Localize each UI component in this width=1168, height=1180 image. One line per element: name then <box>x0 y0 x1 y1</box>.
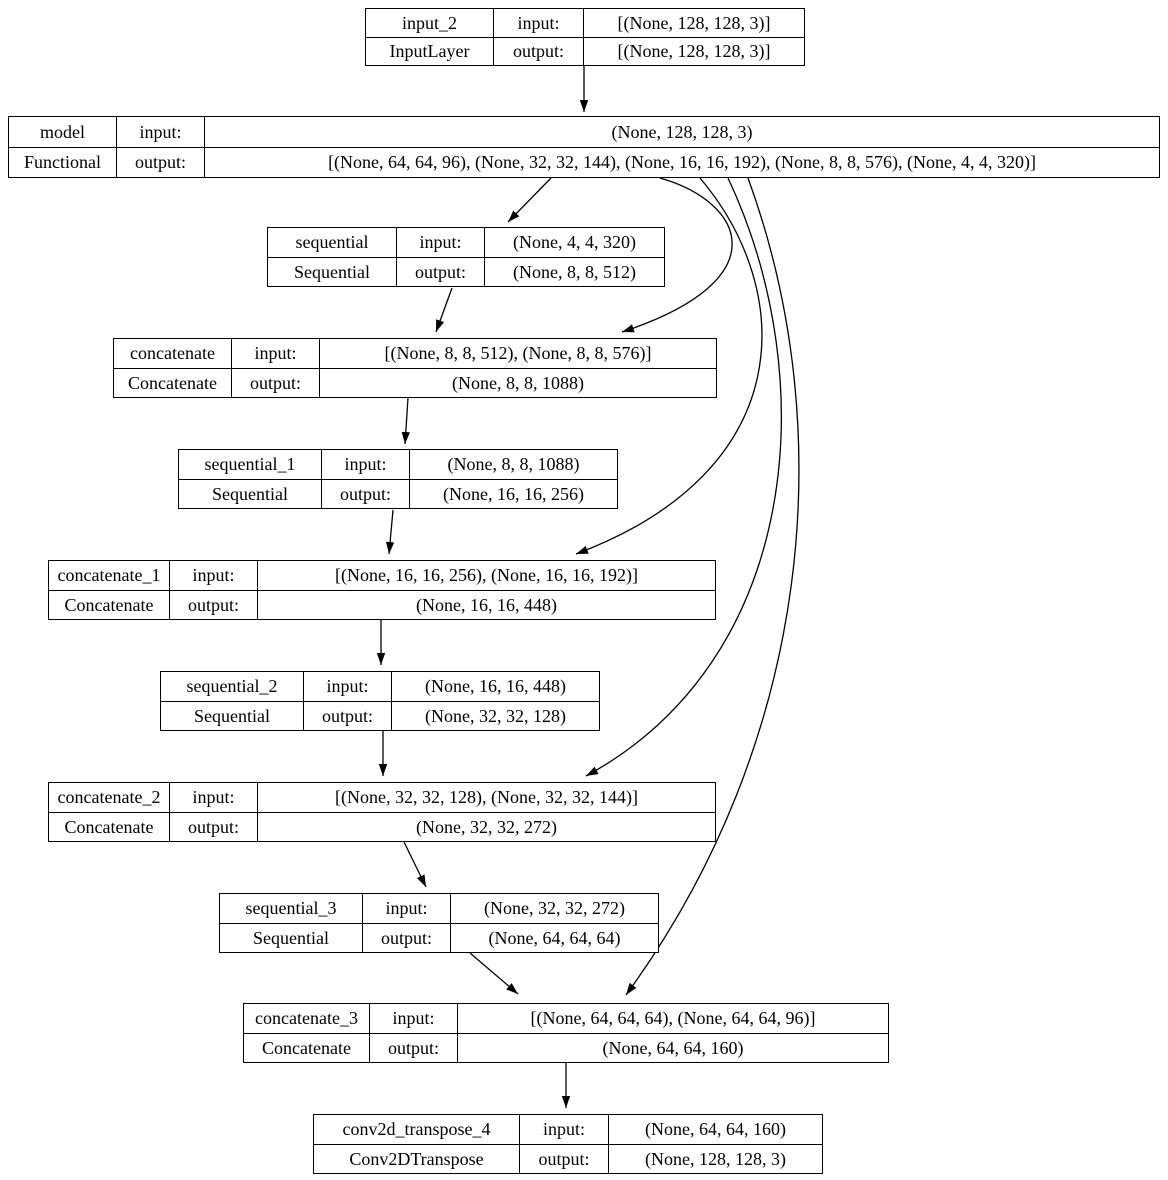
input-shape: [(None, 128, 128, 3)] <box>583 9 804 37</box>
layer-type: Functional <box>9 147 116 177</box>
layer-name: input_2 <box>401 12 457 33</box>
input-shape: (None, 32, 32, 272) <box>450 894 658 923</box>
input-label: input: <box>116 117 204 147</box>
output-label: output: <box>519 1144 608 1173</box>
output-shape: [(None, 128, 128, 3)] <box>583 37 804 65</box>
layer-type: Concatenate <box>49 590 169 619</box>
node-input_2: input_2 input: [(None, 128, 128, 3)] Inp… <box>365 8 805 66</box>
node-model: model input: (None, 128, 128, 3) Functio… <box>8 116 1160 178</box>
layer-name: concatenate_3 <box>255 1008 358 1028</box>
edge-concatenate_2-sequential_3 <box>403 841 427 888</box>
output-shape: (None, 128, 128, 3) <box>608 1144 822 1173</box>
node-concatenate: concatenate input: [(None, 8, 8, 512), (… <box>113 338 717 398</box>
output-label: output: <box>303 701 391 730</box>
output-shape: (None, 64, 64, 160) <box>457 1033 888 1062</box>
input-shape: [(None, 32, 32, 128), (None, 32, 32, 144… <box>257 783 715 812</box>
output-shape: (None, 8, 8, 1088) <box>319 368 716 397</box>
node-sequential_3: sequential_3 input: (None, 32, 32, 272) … <box>219 893 659 953</box>
node-sequential_2: sequential_2 input: (None, 16, 16, 448) … <box>160 671 600 731</box>
input-shape: [(None, 16, 16, 256), (None, 16, 16, 192… <box>257 561 715 590</box>
output-label: output: <box>116 147 204 177</box>
node-sequential_1: sequential_1 input: (None, 8, 8, 1088) S… <box>178 449 618 509</box>
edge-model-sequential <box>507 177 552 223</box>
edge-sequential_3-concatenate_3 <box>469 952 519 995</box>
output-shape: (None, 32, 32, 272) <box>257 812 715 841</box>
input-shape: [(None, 8, 8, 512), (None, 8, 8, 576)] <box>319 339 716 368</box>
layer-type: Sequential <box>220 923 362 952</box>
layer-type: Conv2DTranspose <box>314 1144 519 1173</box>
edge-sequential-concatenate <box>435 287 453 333</box>
input-shape: (None, 64, 64, 160) <box>608 1115 822 1144</box>
output-label: output: <box>362 923 450 952</box>
edge-concatenate-sequential_1 <box>401 397 410 445</box>
layer-name: concatenate_1 <box>57 565 161 585</box>
node-concatenate_2: concatenate_2 input: [(None, 32, 32, 128… <box>48 782 716 842</box>
input-label: input: <box>231 339 319 368</box>
input-shape: (None, 8, 8, 1088) <box>409 450 617 479</box>
output-shape: (None, 64, 64, 64) <box>450 923 658 952</box>
node-sequential: sequential input: (None, 4, 4, 320) Sequ… <box>267 227 665 287</box>
input-label: input: <box>369 1004 457 1033</box>
layer-name: sequential_2 <box>186 676 278 696</box>
layer-type: Concatenate <box>244 1033 369 1062</box>
output-shape: (None, 16, 16, 256) <box>409 479 617 508</box>
output-shape: (None, 16, 16, 448) <box>257 590 715 619</box>
node-conv2d_transpose_4: conv2d_transpose_4 input: (None, 64, 64,… <box>313 1114 823 1174</box>
input-label: input: <box>321 450 409 479</box>
output-shape: (None, 32, 32, 128) <box>391 701 599 730</box>
layer-type: Concatenate <box>49 812 169 841</box>
edge-sequential_1-concatenate_1 <box>385 509 395 555</box>
layer-type: Sequential <box>161 701 303 730</box>
input-label: input: <box>169 561 257 590</box>
layer-name: sequential_3 <box>245 898 337 918</box>
output-label: output: <box>169 812 257 841</box>
output-label: output: <box>396 257 484 286</box>
output-shape: [(None, 64, 64, 96), (None, 32, 32, 144)… <box>204 147 1159 177</box>
input-shape: [(None, 64, 64, 64), (None, 64, 64, 96)] <box>457 1004 888 1033</box>
output-label: output: <box>493 37 583 65</box>
output-label: output: <box>321 479 409 508</box>
input-label: input: <box>519 1115 608 1144</box>
input-label: input: <box>493 9 583 37</box>
layer-type: Sequential <box>179 479 321 508</box>
node-concatenate_3: concatenate_3 input: [(None, 64, 64, 64)… <box>243 1003 889 1063</box>
output-label: output: <box>369 1033 457 1062</box>
layer-name: conv2d_transpose_4 <box>342 1119 491 1139</box>
input-shape: (None, 4, 4, 320) <box>484 228 664 257</box>
layer-name: sequential_1 <box>204 454 296 474</box>
input-label: input: <box>303 672 391 701</box>
output-shape: (None, 8, 8, 512) <box>484 257 664 286</box>
layer-type: Sequential <box>268 257 396 286</box>
layer-name: sequential <box>295 232 369 252</box>
layer-name: concatenate_2 <box>57 787 161 807</box>
layer-type: InputLayer <box>366 37 493 65</box>
input-label: input: <box>362 894 450 923</box>
layer-name: concatenate <box>130 343 215 363</box>
input-shape: (None, 128, 128, 3) <box>204 117 1159 147</box>
output-label: output: <box>169 590 257 619</box>
input-shape: (None, 16, 16, 448) <box>391 672 599 701</box>
layer-name: model <box>40 121 85 142</box>
node-concatenate_1: concatenate_1 input: [(None, 16, 16, 256… <box>48 560 716 620</box>
input-label: input: <box>396 228 484 257</box>
layer-type: Concatenate <box>114 368 231 397</box>
input-label: input: <box>169 783 257 812</box>
output-label: output: <box>231 368 319 397</box>
